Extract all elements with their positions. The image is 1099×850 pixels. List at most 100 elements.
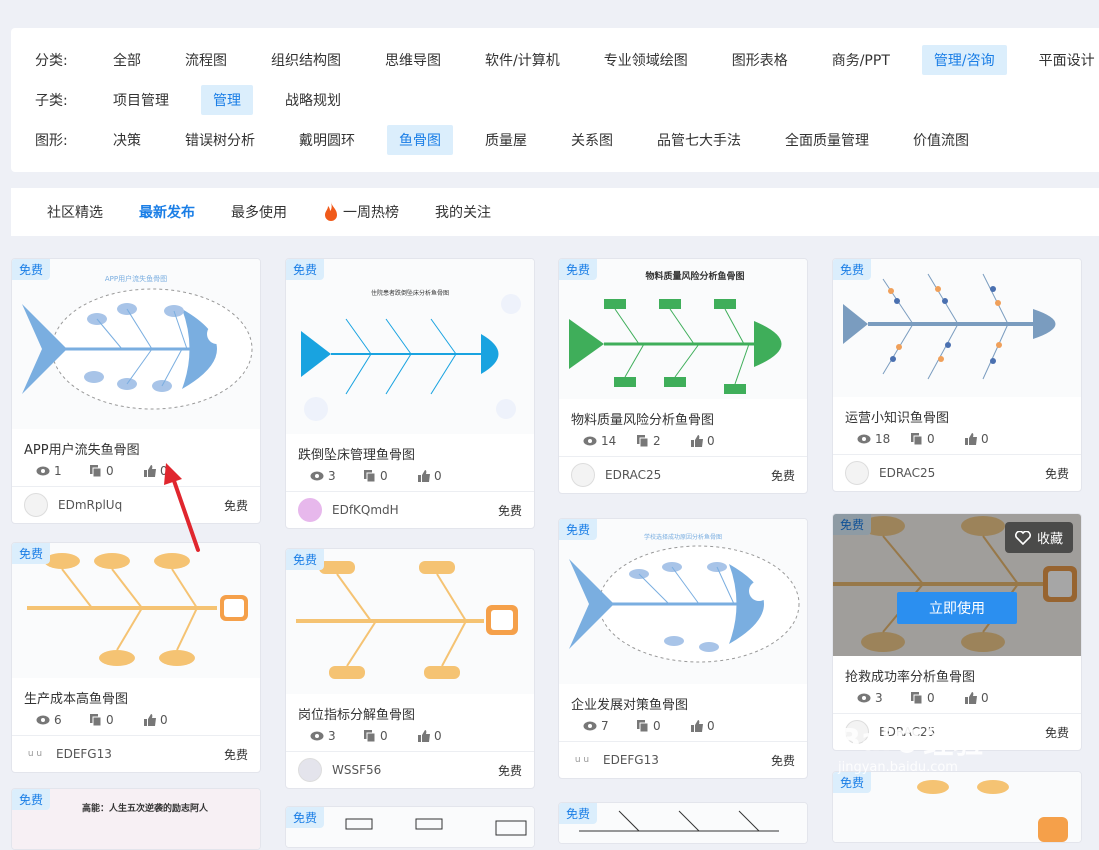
copy-count: 0	[927, 432, 935, 446]
card-thumbnail[interactable]: 免费	[286, 549, 534, 694]
tab-community-picks[interactable]: 社区精选	[47, 205, 103, 221]
tab-latest[interactable]: 最新发布	[139, 205, 195, 221]
shape-label: 图形:	[35, 133, 68, 149]
template-card[interactable]: 免费 学校选择成功原因分析鱼骨图 企业发展对策鱼骨图 7 0 0 u u EDE…	[558, 518, 808, 779]
fishbone-thumbnail: 物料质量风险分析鱼骨图	[569, 270, 782, 394]
shape-option[interactable]: 全面质量管理	[785, 133, 869, 149]
card-title[interactable]: 岗位指标分解鱼骨图	[298, 708, 416, 723]
subcategory-option-selected[interactable]: 管理	[201, 85, 253, 115]
tab-weekly-hot[interactable]: 一周热榜	[323, 202, 399, 222]
card-stats: 3 0 0	[286, 727, 534, 751]
shape-option-selected[interactable]: 鱼骨图	[387, 125, 453, 155]
card-thumbnail[interactable]: 免费 高能：人生五次逆袭的励志阿人	[12, 789, 260, 849]
template-card-hovered[interactable]: 免费 收藏 立即使用 抢救成功率分析鱼骨图 3 0 0 EDRAC25 免费	[832, 513, 1082, 751]
view-count: 3	[875, 691, 883, 705]
card-thumbnail[interactable]: 免费	[12, 543, 260, 678]
shape-option[interactable]: 关系图	[571, 133, 613, 149]
subcategory-option[interactable]: 战略规划	[285, 93, 341, 109]
eye-icon	[310, 731, 324, 741]
card-thumbnail[interactable]: 免费 物料质量风险分析鱼骨图	[559, 259, 807, 399]
card-footer: u u EDEFG13 免费	[12, 735, 260, 772]
template-card[interactable]: 免费 高能：人生五次逆袭的励志阿人	[11, 788, 261, 850]
avatar[interactable]	[298, 758, 322, 782]
author-name[interactable]: EDRAC25	[605, 468, 662, 482]
category-label: 分类:	[35, 53, 68, 69]
card-thumbnail[interactable]: 免费 学校选择成功原因分析鱼骨图	[559, 519, 807, 684]
card-thumbnail[interactable]: 免费 APP用户流失鱼骨图	[12, 259, 260, 429]
card-thumbnail[interactable]: 免费 住院患者跌倒坠床分析鱼骨图	[286, 259, 534, 434]
category-option[interactable]: 图形表格	[731, 53, 788, 69]
tab-most-used[interactable]: 最多使用	[231, 205, 287, 221]
free-badge: 免费	[559, 259, 598, 280]
like-count: 0	[707, 719, 715, 733]
baidu-watermark: Bai 经验 jingyan.baidu.com	[838, 718, 983, 776]
category-option[interactable]: 专业领域绘图	[603, 53, 688, 69]
avatar[interactable]	[571, 463, 595, 487]
collect-button[interactable]: 收藏	[1004, 522, 1073, 553]
category-option[interactable]: 平面设计	[1038, 53, 1095, 69]
fishbone-thumbnail	[833, 516, 1077, 652]
template-card[interactable]: 免费	[558, 802, 808, 844]
eye-icon	[583, 436, 597, 446]
card-title[interactable]: 抢救成功率分析鱼骨图	[845, 670, 976, 685]
author-name[interactable]: EDEFG13	[56, 747, 112, 761]
category-option-selected[interactable]: 管理/咨询	[921, 45, 1007, 75]
eye-icon	[857, 693, 871, 703]
card-title[interactable]: 跌倒坠床管理鱼骨图	[298, 448, 416, 463]
author-name[interactable]: EDRAC25	[879, 466, 936, 480]
author-name[interactable]: EDfKQmdH	[332, 503, 399, 517]
card-title[interactable]: 企业发展对策鱼骨图	[571, 698, 689, 713]
author-name[interactable]: WSSF56	[332, 763, 382, 777]
subcategory-option[interactable]: 项目管理	[113, 93, 169, 109]
category-option[interactable]: 商务/PPT	[831, 53, 890, 69]
shape-option[interactable]: 戴明圆环	[299, 133, 355, 149]
fishbone-thumbnail: APP用户流失鱼骨图	[22, 274, 253, 410]
watermark-url: jingyan.baidu.com	[838, 760, 958, 775]
template-card[interactable]: 免费 住院患者跌倒坠床分析鱼骨图 跌倒坠床管理鱼骨图 3 0 0 EDfKQmd…	[285, 258, 535, 529]
avatar[interactable]: u u	[27, 749, 43, 759]
card-stats: 1 0 0	[12, 462, 260, 486]
thumbnail-title: 高能：人生五次逆袭的励志阿人	[82, 804, 209, 814]
card-thumbnail[interactable]: 免费	[833, 772, 1081, 842]
card-thumbnail[interactable]: 免费	[286, 807, 534, 847]
category-option[interactable]: 组织结构图	[271, 53, 341, 69]
template-card[interactable]: 免费 生产成本高鱼骨图 6 0 0 u u EDEFG13 免费	[11, 542, 261, 773]
price-label: 免费	[223, 498, 248, 513]
card-thumbnail[interactable]: 免费	[833, 259, 1081, 397]
card-title[interactable]: 物料质量风险分析鱼骨图	[571, 413, 715, 428]
author-name[interactable]: EDmRplUq	[58, 498, 123, 512]
avatar[interactable]	[24, 493, 48, 517]
price-label: 免费	[770, 468, 795, 483]
avatar[interactable]: u u	[574, 755, 590, 765]
card-title[interactable]: APP用户流失鱼骨图	[24, 443, 140, 458]
category-row: 分类: 全部 流程图 组织结构图 思维导图 软件/计算机 专业领域绘图 图形表格…	[11, 45, 1099, 75]
template-card[interactable]: 免费	[832, 771, 1082, 843]
tab-following[interactable]: 我的关注	[435, 205, 491, 221]
template-card[interactable]: 免费 物料质量风险分析鱼骨图 物料质量风险分析鱼骨图 14 2 0 EDRAC2…	[558, 258, 808, 494]
category-option[interactable]: 思维导图	[385, 53, 441, 69]
shape-option[interactable]: 质量屋	[485, 133, 527, 149]
shape-option[interactable]: 决策	[113, 133, 141, 149]
shape-option[interactable]: 错误树分析	[185, 133, 255, 149]
use-template-button[interactable]: 立即使用	[897, 592, 1017, 624]
shape-option[interactable]: 品管七大手法	[657, 133, 741, 149]
card-title[interactable]: 运营小知识鱼骨图	[845, 411, 950, 426]
shape-option[interactable]: 价值流图	[913, 133, 969, 149]
card-title[interactable]: 生产成本高鱼骨图	[24, 692, 129, 707]
template-card[interactable]: 免费	[285, 806, 535, 848]
template-card[interactable]: 免费 岗位指标分解鱼骨图 3 0 0 WSSF56 免费	[285, 548, 535, 789]
thumbs-up-icon	[691, 435, 703, 447]
author-name[interactable]: EDEFG13	[603, 753, 659, 767]
avatar[interactable]	[845, 720, 869, 744]
avatar[interactable]	[298, 498, 322, 522]
copy-count: 0	[380, 729, 388, 743]
template-card[interactable]: 免费 APP用户流失鱼骨图 APP用户流失鱼骨图 1 0 0 EDmRpl	[11, 258, 261, 524]
category-option[interactable]: 流程图	[185, 53, 227, 69]
category-option[interactable]: 软件/计算机	[485, 53, 560, 69]
category-option[interactable]: 全部	[113, 53, 141, 69]
avatar[interactable]	[845, 461, 869, 485]
template-card[interactable]: 免费 运营小知识鱼骨图 18 0 0 EDRAC25 免费	[832, 258, 1082, 492]
card-thumbnail[interactable]: 免费 收藏 立即使用	[833, 514, 1081, 656]
card-thumbnail[interactable]: 免费	[559, 803, 807, 843]
free-badge: 免费	[833, 772, 872, 793]
